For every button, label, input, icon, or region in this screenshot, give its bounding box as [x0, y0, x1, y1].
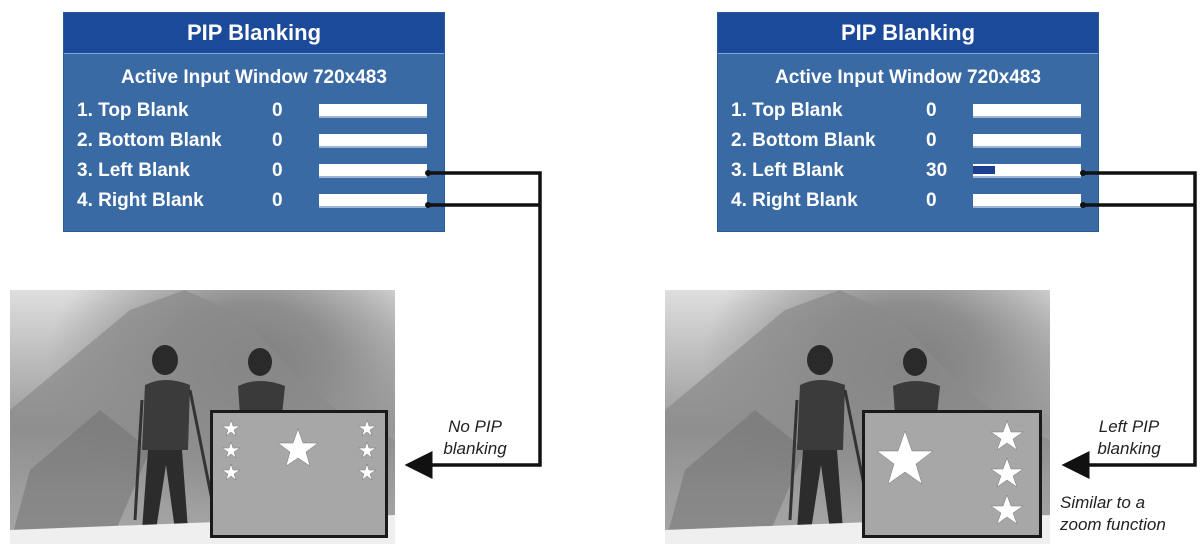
slider-bar[interactable] — [973, 134, 1081, 148]
slider-bar[interactable] — [319, 164, 427, 178]
menu-item-label: 3. Left Blank — [731, 160, 844, 181]
menu-item-value: 0 — [926, 190, 937, 211]
menu-item-value: 0 — [272, 190, 283, 211]
menu-item-value: 0 — [272, 130, 283, 151]
caption-line: Left PIP — [1098, 417, 1160, 436]
star-icon — [990, 420, 1024, 451]
slider-bar[interactable] — [973, 104, 1081, 118]
menu-item-value: 0 — [926, 130, 937, 151]
menu-item-bottom-blank[interactable]: 2. Bottom Blank 0 — [731, 127, 1091, 155]
menu-item-label: 4. Right Blank — [77, 190, 204, 211]
menu-item-top-blank[interactable]: 1. Top Blank 0 — [77, 97, 437, 125]
menu-item-value: 0 — [272, 100, 283, 121]
pip-window — [862, 410, 1042, 538]
right-main-video-image — [665, 290, 1050, 544]
menu-item-right-blank[interactable]: 4. Right Blank 0 — [77, 187, 437, 215]
slider-bar[interactable] — [973, 194, 1081, 208]
star-icon — [876, 430, 934, 485]
menu-item-label: 2. Bottom Blank — [77, 130, 222, 151]
menu-item-value: 0 — [272, 160, 283, 181]
star-icon — [221, 441, 241, 459]
left-pip-blanking-menu: PIP Blanking Active Input Window 720x483… — [63, 12, 445, 232]
note-line: zoom function — [1060, 515, 1166, 534]
pip-flag-content — [221, 419, 377, 481]
menu-subtitle: Active Input Window 720x483 — [121, 67, 387, 88]
left-main-video-image — [10, 290, 395, 544]
slider-bar[interactable] — [319, 104, 427, 118]
right-caption: Left PIP blanking — [1075, 416, 1183, 460]
menu-subtitle: Active Input Window 720x483 — [775, 67, 1041, 88]
star-icon — [357, 441, 377, 459]
star-icon — [990, 457, 1024, 488]
pip-flag-content-zoomed — [876, 420, 1024, 525]
zoom-note: Similar to a zoom function — [1060, 492, 1200, 536]
menu-item-label: 2. Bottom Blank — [731, 130, 876, 151]
star-icon — [221, 463, 241, 481]
menu-item-value: 30 — [926, 160, 948, 181]
menu-title: PIP Blanking — [64, 13, 444, 54]
star-icon — [221, 419, 241, 437]
slider-bar[interactable] — [319, 194, 427, 208]
caption-line: blanking — [1097, 439, 1161, 458]
menu-item-label: 3. Left Blank — [77, 160, 190, 181]
menu-title: PIP Blanking — [718, 13, 1098, 54]
left-caption: No PIP blanking — [425, 416, 525, 460]
menu-item-value: 0 — [926, 100, 937, 121]
star-icon — [990, 494, 1024, 525]
right-pip-blanking-menu: PIP Blanking Active Input Window 720x483… — [717, 12, 1099, 232]
right-arrow-line — [1061, 171, 1197, 479]
caption-line: blanking — [443, 439, 507, 458]
left-arrow-line — [404, 171, 542, 479]
menu-item-label: 1. Top Blank — [77, 100, 189, 121]
menu-item-bottom-blank[interactable]: 2. Bottom Blank 0 — [77, 127, 437, 155]
pip-window — [210, 410, 388, 538]
menu-item-top-blank[interactable]: 1. Top Blank 0 — [731, 97, 1091, 125]
slider-fill — [973, 166, 995, 174]
menu-item-label: 4. Right Blank — [731, 190, 858, 211]
star-icon — [357, 463, 377, 481]
menu-item-left-blank[interactable]: 3. Left Blank 0 — [77, 157, 437, 185]
slider-bar[interactable] — [973, 164, 1081, 178]
slider-bar[interactable] — [319, 134, 427, 148]
menu-item-left-blank[interactable]: 3. Left Blank 30 — [731, 157, 1091, 185]
menu-item-right-blank[interactable]: 4. Right Blank 0 — [731, 187, 1091, 215]
note-line: Similar to a — [1060, 493, 1146, 512]
star-icon — [357, 419, 377, 437]
caption-line: No PIP — [448, 417, 502, 436]
menu-item-label: 1. Top Blank — [731, 100, 843, 121]
star-icon — [277, 428, 319, 467]
